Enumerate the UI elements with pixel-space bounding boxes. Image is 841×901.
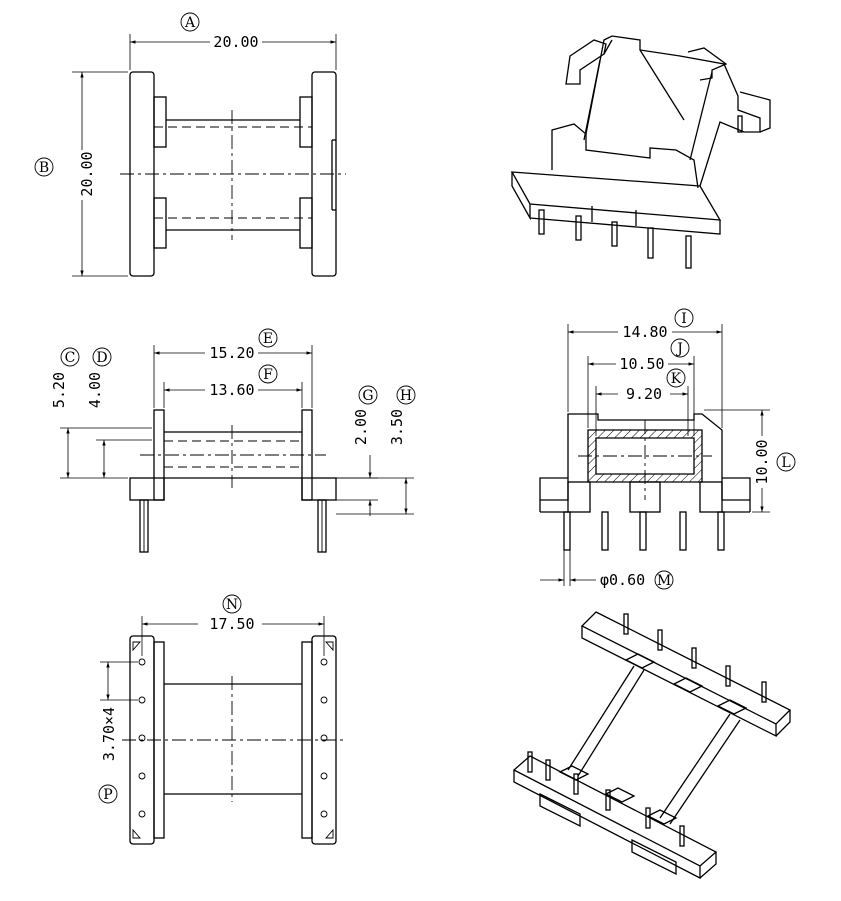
marker-k-circle	[666, 368, 686, 388]
isometric-view-top	[510, 35, 771, 269]
dim-j-value: 10.50	[619, 355, 664, 373]
marker-e-circle	[258, 328, 278, 348]
marker-l: L	[781, 455, 790, 471]
front-view	[60, 345, 414, 553]
marker-a: A	[184, 15, 196, 31]
marker-j-circle	[670, 338, 690, 358]
marker-p-circle	[98, 784, 118, 804]
dim-h-value: 3.50	[388, 409, 406, 445]
isometric-view-bottom	[512, 611, 792, 880]
marker-h-circle	[396, 385, 416, 405]
dim-c-value: 5.20	[50, 372, 68, 408]
marker-a-circle	[180, 12, 200, 32]
marker-l-circle	[776, 452, 796, 472]
dim-e-value: 15.20	[209, 344, 254, 362]
marker-g: G	[362, 388, 373, 404]
marker-f-circle	[258, 364, 278, 384]
dim-n-value: 17.50	[209, 615, 254, 633]
marker-d-circle	[92, 347, 112, 367]
marker-b-circle	[34, 157, 54, 177]
bottom-view	[100, 616, 344, 845]
dim-i-value: 14.80	[622, 323, 667, 341]
dim-a-value: 20.00	[213, 33, 258, 51]
top-view	[72, 34, 346, 277]
marker-p: P	[103, 787, 112, 803]
marker-e: E	[263, 331, 273, 347]
marker-j: J	[675, 341, 683, 357]
dim-g-value: 2.00	[352, 409, 370, 445]
marker-c-circle	[60, 347, 80, 367]
marker-d: D	[96, 350, 107, 366]
marker-f: F	[263, 367, 273, 383]
dim-f-value: 13.60	[209, 381, 254, 399]
marker-h: H	[400, 388, 412, 404]
marker-m: M	[657, 573, 671, 589]
marker-b: B	[39, 160, 49, 176]
marker-c: C	[65, 350, 76, 366]
dim-p-value: 3.70×4	[100, 707, 118, 761]
side-view	[539, 324, 770, 586]
marker-g-circle	[358, 385, 378, 405]
marker-i: I	[681, 311, 687, 327]
dim-d-value: 4.00	[86, 372, 104, 408]
dim-b-value: 20.00	[78, 151, 96, 196]
dim-l-value: 10.00	[753, 439, 771, 484]
marker-n: N	[226, 597, 238, 613]
marker-i-circle	[674, 308, 694, 328]
dim-k-value: 9.20	[626, 385, 662, 403]
marker-k: K	[671, 371, 682, 387]
marker-n-circle	[222, 594, 242, 614]
marker-m-circle	[654, 570, 674, 590]
dim-m-value: φ0.60	[600, 571, 645, 589]
